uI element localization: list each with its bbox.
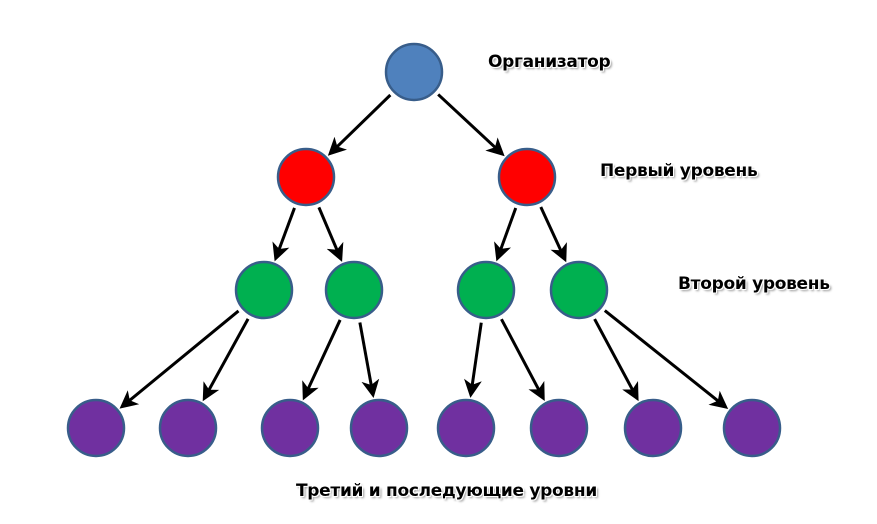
arrow	[202, 318, 250, 402]
arrow	[437, 93, 505, 157]
label-organizer: Организатор	[488, 52, 611, 72]
level2-node	[549, 260, 609, 320]
arrow	[593, 318, 639, 402]
level1-node	[276, 147, 336, 207]
organizer-node	[384, 42, 444, 102]
label-level1: Первый уровень	[600, 161, 758, 181]
level2-node	[234, 260, 294, 320]
level3-node	[722, 398, 782, 458]
arrow	[119, 309, 240, 409]
level3-node	[158, 398, 218, 458]
level2-node	[324, 260, 384, 320]
arrow	[272, 207, 296, 262]
arrow	[500, 318, 545, 402]
arrow	[494, 207, 518, 262]
label-level2: Второй уровень	[678, 274, 830, 294]
level3-node	[529, 398, 589, 458]
level3-node	[623, 398, 683, 458]
arrow	[327, 93, 392, 156]
label-level3: Третий и последующие уровни	[296, 481, 597, 501]
arrow	[464, 322, 483, 398]
level2-node	[456, 260, 516, 320]
level3-node	[66, 398, 126, 458]
level3-node	[436, 398, 496, 458]
arrow	[603, 309, 729, 409]
level3-node	[260, 398, 320, 458]
level1-node	[497, 147, 557, 207]
arrow	[539, 206, 567, 263]
level3-node	[349, 398, 409, 458]
arrow	[358, 322, 380, 398]
arrow	[317, 206, 344, 262]
arrow	[302, 319, 342, 401]
